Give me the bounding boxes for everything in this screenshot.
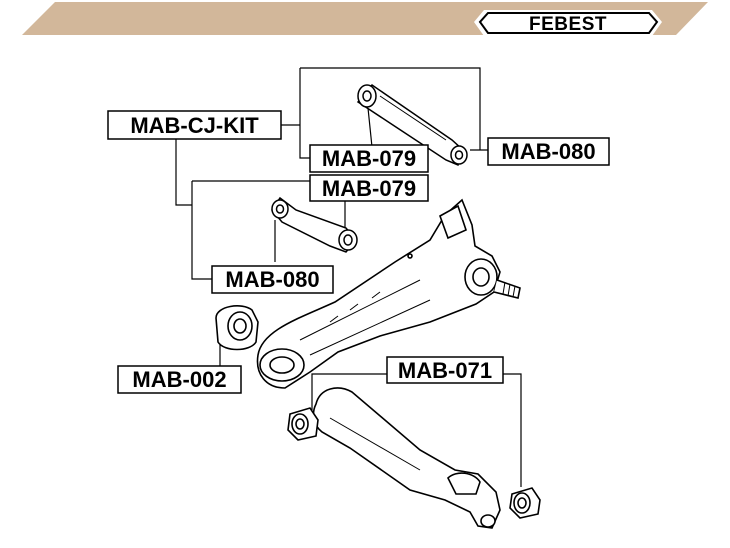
svg-text:MAB-CJ-KIT: MAB-CJ-KIT [130,113,259,138]
label-bushing-002: MAB-002 [117,365,242,394]
label-mid-079: MAB-079 [309,174,429,202]
svg-text:MAB-071: MAB-071 [398,358,492,383]
label-mid-080: MAB-080 [211,265,334,294]
svg-text:MAB-079: MAB-079 [322,176,416,201]
svg-text:MAB-080: MAB-080 [501,139,595,164]
label-arm-071: MAB-071 [386,356,504,384]
lower-control-arm-icon [287,387,541,529]
bushing-002-icon [215,305,259,351]
svg-text:MAB-080: MAB-080 [225,267,319,292]
svg-text:MAB-079: MAB-079 [322,146,416,171]
label-top-079: MAB-079 [309,144,429,173]
trailing-arm-icon [256,198,521,389]
small-control-link-icon [271,196,358,253]
brand-logo-text: FEBEST [529,14,607,35]
brand-logo: FEBEST [474,10,662,36]
upper-control-link-icon [356,83,468,167]
label-top-080: MAB-080 [487,137,610,166]
svg-text:MAB-002: MAB-002 [132,367,226,392]
label-kit: MAB-CJ-KIT [107,110,282,140]
leader-lines [175,67,522,487]
